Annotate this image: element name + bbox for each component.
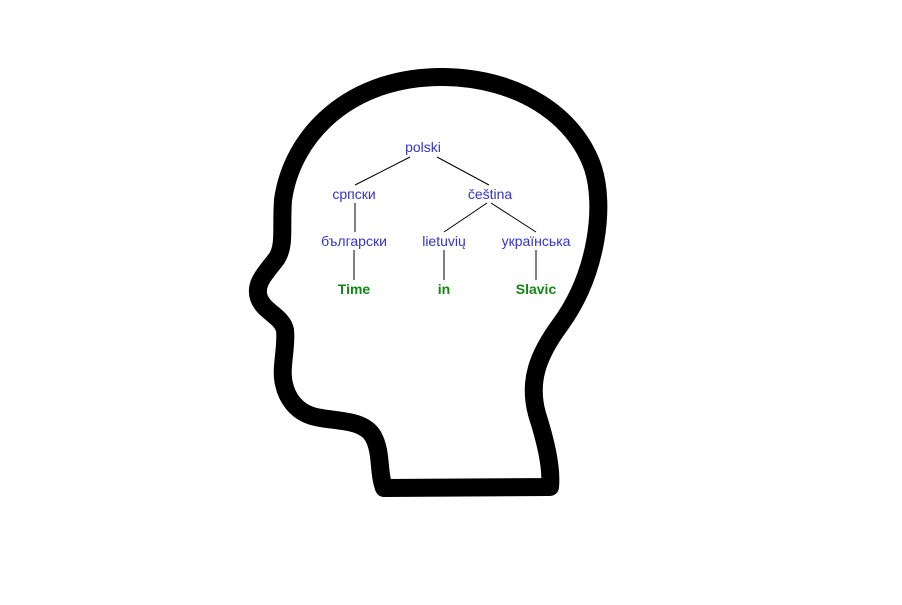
leaf-in: in xyxy=(438,281,450,297)
node-root: polski xyxy=(405,139,441,155)
head-profile-icon xyxy=(248,67,608,497)
node-level1-srpski: српски xyxy=(332,186,375,202)
leaf-slavic: Slavic xyxy=(516,281,557,297)
node-level2-ukrainska: українська xyxy=(502,233,571,249)
node-level2-bulgarski: български xyxy=(321,233,387,249)
node-level2-lietuviu: lietuvių xyxy=(422,233,466,249)
edge-polski-srpski xyxy=(354,156,411,186)
node-level1-cestina: čeština xyxy=(468,186,513,202)
leaf-time: Time xyxy=(338,281,371,297)
tree-nodes: polski српски čeština български lietuvių… xyxy=(321,139,571,297)
edge-polski-cestina xyxy=(436,156,490,186)
edge-cestina-lietuviu xyxy=(443,202,488,233)
edge-cestina-ukrainska xyxy=(490,202,537,233)
tree-edges xyxy=(353,156,537,280)
